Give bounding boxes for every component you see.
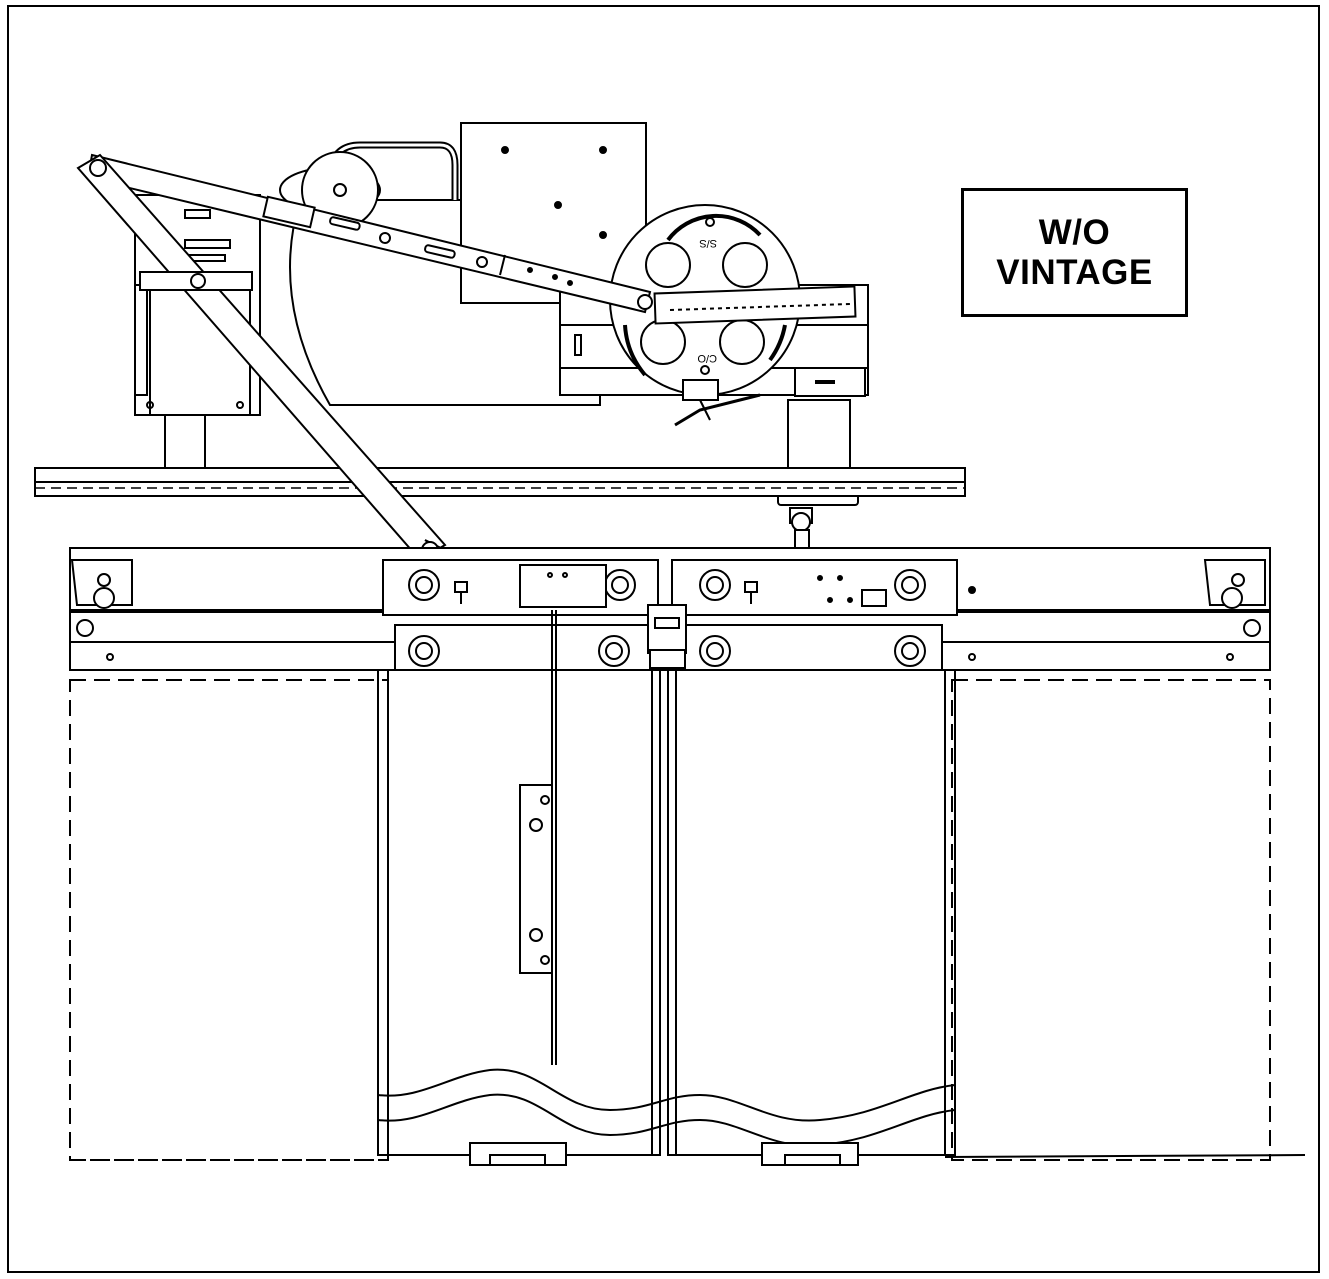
door-hanger-right [671,559,958,671]
sill-line [944,1154,1306,1158]
door-hanger-left [382,559,659,671]
support-post [164,414,206,471]
door-closed-right [667,670,956,1156]
interlock-bracket [519,784,553,974]
label-line-2: VINTAGE [996,252,1153,292]
cam-label-top: S/S [699,237,717,249]
drawing-frame [7,5,1320,1273]
door-open-left [69,679,389,1161]
center-clutch [647,604,687,669]
drive-housing [787,399,851,471]
header-rail [34,467,966,497]
door-panels [69,610,1306,1166]
vintage-label-box: W/O VINTAGE [961,188,1188,317]
break-line [377,1068,956,1122]
cam-label-bottom: C/O [697,352,717,364]
door-open-right [951,679,1271,1161]
extension-bar [653,285,857,325]
label-line-1: W/O [1038,212,1111,252]
